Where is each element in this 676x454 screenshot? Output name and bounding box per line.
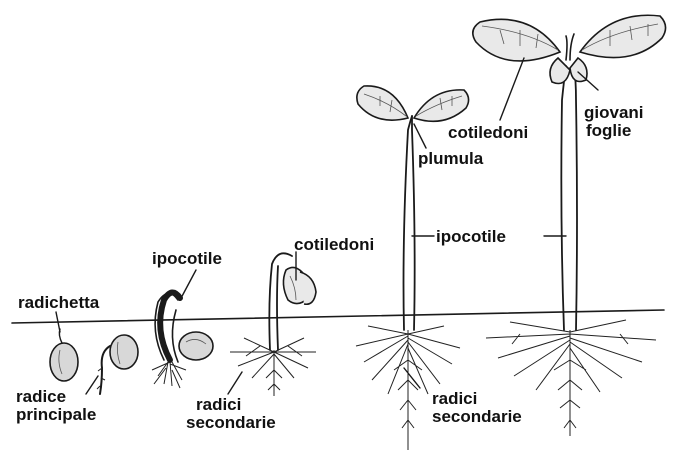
label-cotiledoni-2: cotiledoni [448, 123, 528, 142]
label-radice-line1: radice [16, 387, 66, 406]
label-radichetta: radichetta [18, 293, 100, 312]
leader-lines [56, 58, 598, 394]
label-plumula: plumula [418, 149, 484, 168]
label-radici-1-line2: secondarie [186, 413, 276, 432]
label-giovani-line2: foglie [586, 121, 631, 140]
stage-6-seedling [473, 15, 666, 436]
leader-plumula [414, 124, 426, 148]
label-radici-1-line1: radici [196, 395, 241, 414]
stage-1-seed [50, 329, 78, 381]
label-cotiledoni-1: cotiledoni [294, 235, 374, 254]
soil-line [12, 310, 664, 323]
label-radici-2-line1: radici [432, 389, 477, 408]
label-radice-line2: principale [16, 405, 96, 424]
stage-2-seed [97, 335, 138, 394]
label-radici-2-line2: secondarie [432, 407, 522, 426]
leader-radici-1 [228, 372, 242, 394]
stage-3-seedling [152, 292, 213, 388]
stage-4-seedling [230, 253, 316, 396]
leader-radice-principale [86, 376, 98, 394]
leader-ipocotile-1 [180, 270, 196, 300]
label-giovani-line1: giovani [584, 103, 644, 122]
label-ipocotile-1: ipocotile [152, 249, 222, 268]
leader-cotiledoni-2 [500, 58, 524, 120]
label-ipocotile-2: ipocotile [436, 227, 506, 246]
